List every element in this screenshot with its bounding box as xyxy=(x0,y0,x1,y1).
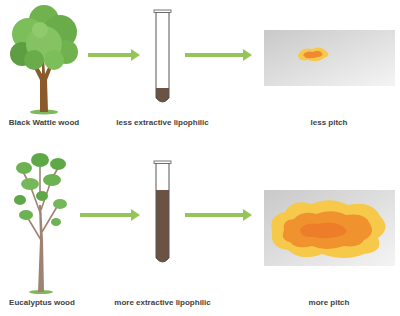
flow-arrow xyxy=(185,49,252,61)
arrow-shaft xyxy=(185,213,244,217)
figure-node: more pitch xyxy=(262,188,396,268)
figure-label: less pitch xyxy=(311,118,348,128)
arrow-shaft xyxy=(185,53,244,57)
flow-arrow xyxy=(88,49,140,61)
eucalyptus-tree xyxy=(14,153,67,294)
arrow-shaft xyxy=(88,53,132,57)
figure-label: more extractive lipophilic xyxy=(114,298,210,308)
figure-node: less pitch xyxy=(262,28,396,88)
test-tube xyxy=(154,10,171,102)
arrow-shaft xyxy=(80,213,132,217)
figure-node: more extractive lipophilic xyxy=(150,158,175,266)
arrow-head xyxy=(131,49,140,61)
flow-arrow xyxy=(80,209,140,221)
figure-node: Black Wattle wood xyxy=(10,5,78,113)
arrow-head xyxy=(243,49,252,61)
figure-node: less extractive lipophilic xyxy=(150,8,175,104)
pitch-panel xyxy=(264,190,395,266)
figure-node: Eucalyptus wood xyxy=(14,150,70,293)
arrow-head xyxy=(131,209,140,221)
figure-label: Eucalyptus wood xyxy=(9,298,75,308)
pitch-panel xyxy=(264,30,395,86)
black-wattle-tree xyxy=(10,5,78,115)
flow-arrow xyxy=(185,209,252,221)
test-tube xyxy=(154,161,171,262)
figure-label: Black Wattle wood xyxy=(9,118,79,128)
figure-label: less extractive lipophilic xyxy=(116,118,208,128)
arrow-head xyxy=(243,209,252,221)
figure-label: more pitch xyxy=(309,298,350,308)
